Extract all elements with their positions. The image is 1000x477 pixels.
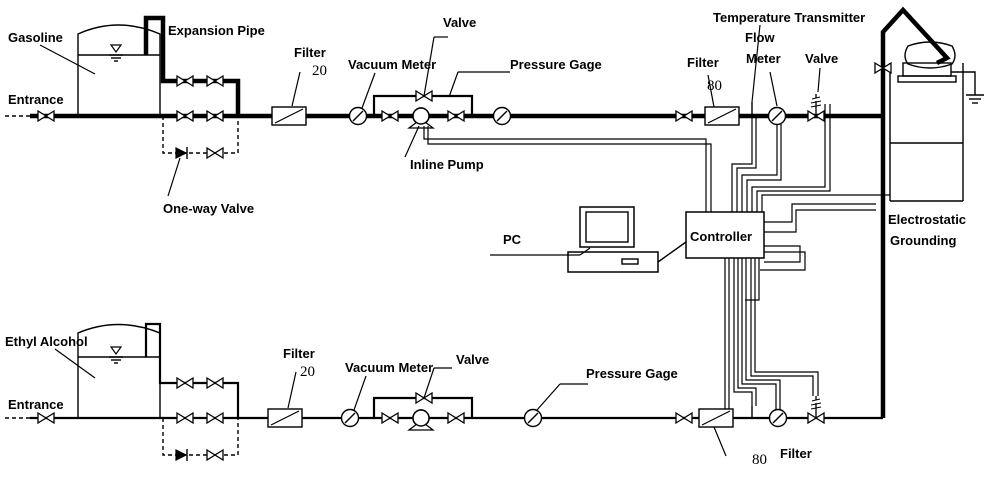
one-way-valve-label: One-way Valve bbox=[163, 201, 254, 216]
flow-meter-bottom bbox=[768, 408, 788, 428]
storage-tank-assembly: Electrostatic Grounding bbox=[874, 6, 984, 418]
valve-top-right-label: Valve bbox=[805, 51, 838, 66]
filter-top-left-label: Filter bbox=[294, 45, 326, 60]
gasoline-label: Gasoline bbox=[8, 30, 63, 45]
pressure-gage-bottom-label: Pressure Gage bbox=[586, 366, 678, 381]
pressure-gage-top bbox=[492, 106, 512, 126]
filter-top-left bbox=[271, 106, 307, 126]
vacuum-meter-top-label: Vacuum Meter bbox=[348, 57, 436, 72]
filter-bottom-left bbox=[267, 408, 303, 428]
filter-bottom-right-rating: 80 bbox=[752, 452, 767, 468]
filter-bottom-left-label: Filter bbox=[283, 346, 315, 361]
vacuum-meter-top bbox=[348, 106, 368, 126]
valve-bottom-label: Valve bbox=[456, 352, 489, 367]
filter-top-right bbox=[704, 106, 740, 126]
pc-case bbox=[567, 251, 659, 273]
filter-bottom-right bbox=[698, 408, 734, 428]
filter-bottom-left-rating: 20 bbox=[300, 364, 315, 380]
gasoline-level-marker bbox=[109, 44, 123, 54]
inline-pump-bottom bbox=[408, 409, 434, 431]
meter-label: Meter bbox=[746, 51, 781, 66]
filter-top-right-label: Filter bbox=[687, 55, 719, 70]
gasoline-line: Gasoline Expansion Pipe Entrance One-way… bbox=[5, 10, 883, 216]
ethyl-alcohol-label: Ethyl Alcohol bbox=[5, 334, 88, 349]
filter-top-left-rating: 20 bbox=[312, 63, 327, 79]
temperature-transmitter-label: Temperature Transmitter bbox=[713, 10, 865, 25]
pressure-gage-top-label: Pressure Gage bbox=[510, 57, 602, 72]
expansion-pipe-bottom bbox=[144, 322, 240, 418]
filter-bottom-right-label: Filter bbox=[780, 446, 812, 461]
pc-controller-cable bbox=[657, 241, 687, 263]
controller-box bbox=[685, 211, 765, 259]
pc-workstation: PC bbox=[490, 206, 687, 273]
ethyl-level-marker bbox=[109, 346, 123, 356]
pc-label: PC bbox=[503, 232, 522, 247]
inline-pump-label: Inline Pump bbox=[410, 157, 484, 172]
entrance-bottom-label: Entrance bbox=[8, 397, 64, 412]
gasoline-tank bbox=[77, 24, 161, 115]
pc-monitor bbox=[579, 206, 635, 248]
pressure-gage-bottom bbox=[523, 408, 543, 428]
controller-label: Controller bbox=[690, 229, 752, 244]
controller-unit: Controller bbox=[685, 211, 765, 259]
electrostatic-label: Electrostatic bbox=[888, 212, 966, 227]
vacuum-meter-bottom-label: Vacuum Meter bbox=[345, 360, 433, 375]
valve-top-label: Valve bbox=[443, 15, 476, 30]
flow-meter-top bbox=[767, 106, 787, 126]
grounding-label: Grounding bbox=[890, 233, 956, 248]
ethyl-alcohol-tank bbox=[77, 323, 161, 418]
vacuum-meter-bottom bbox=[340, 408, 360, 428]
one-way-valve-symbol bbox=[175, 147, 188, 159]
entrance-valve-top bbox=[37, 110, 55, 122]
flow-label: Flow bbox=[745, 30, 775, 45]
filter-top-right-rating: 80 bbox=[707, 78, 722, 94]
ethyl-alcohol-line: Ethyl Alcohol Entrance Filter 20 Vacuum … bbox=[5, 322, 883, 468]
entrance-top-label: Entrance bbox=[8, 92, 64, 107]
signal-wiring bbox=[423, 104, 890, 418]
entrance-valve-bottom bbox=[37, 412, 55, 424]
expansion-pipe-label: Expansion Pipe bbox=[168, 23, 265, 38]
expansion-pipe bbox=[143, 15, 241, 117]
inline-pump-top bbox=[408, 107, 434, 129]
